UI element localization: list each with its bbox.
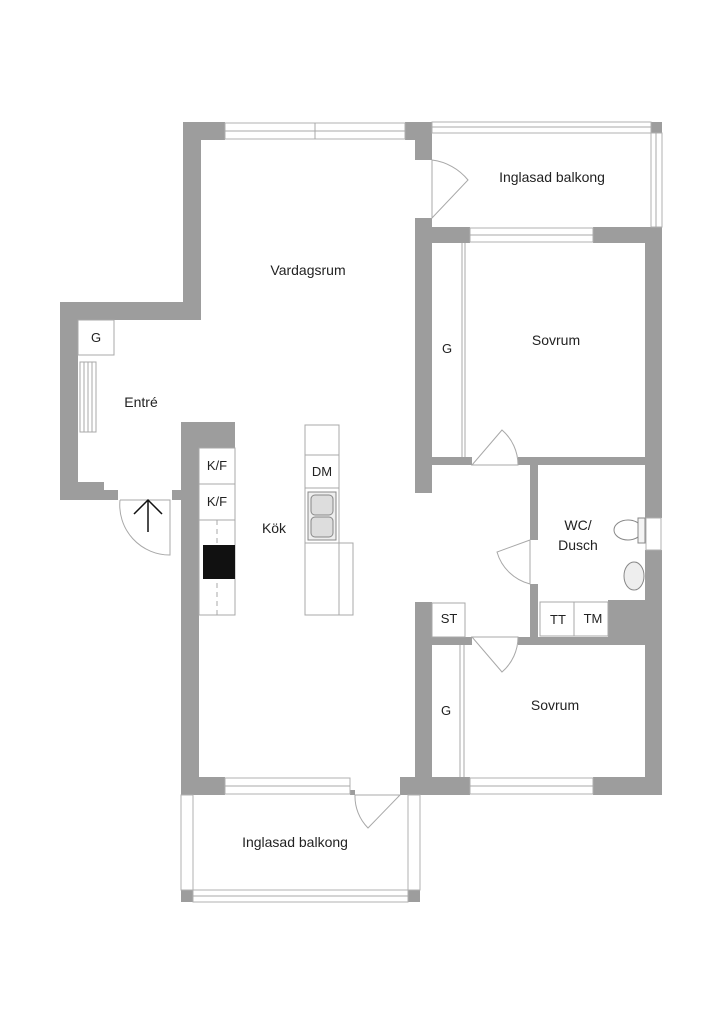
svg-text:G: G <box>91 330 101 345</box>
entrance-wardrobe: G <box>77 319 115 356</box>
room-label-entrance: Entré <box>124 394 158 410</box>
svg-text:TT: TT <box>550 612 566 627</box>
toilet-icon <box>613 517 646 544</box>
room-label-bathroom: WC/ <box>564 517 591 533</box>
storage-closet: ST <box>431 602 466 638</box>
svg-text:ST: ST <box>441 611 458 626</box>
room-label-bathroom-2: Dusch <box>558 537 598 553</box>
room-label-balcony-top: Inglasad balkong <box>499 169 605 185</box>
doors <box>119 159 531 829</box>
svg-text:K/F: K/F <box>207 494 227 509</box>
laundry: TT TM <box>539 601 609 637</box>
kitchen-island: DM <box>304 424 354 616</box>
room-label-bedroom-2: Sovrum <box>531 697 579 713</box>
room-label-bedroom-1: Sovrum <box>532 332 580 348</box>
radiator-icon <box>79 361 97 433</box>
bedroom-2-wardrobe: G <box>441 645 465 777</box>
entrance-arrow-icon <box>133 498 163 532</box>
room-label-balcony-bottom: Inglasad balkong <box>242 834 348 850</box>
stove-icon <box>203 545 235 579</box>
kitchen-counter: K/F K/F <box>198 447 236 616</box>
room-label-living-room: Vardagsrum <box>270 262 345 278</box>
svg-text:G: G <box>441 703 451 718</box>
bedroom-1-wardrobe: G <box>442 243 466 457</box>
svg-text:TM: TM <box>584 611 603 626</box>
sink-icon <box>307 491 337 541</box>
walls <box>60 122 662 902</box>
washbasin-icon <box>623 561 645 591</box>
windows <box>180 121 663 903</box>
svg-text:DM: DM <box>312 464 332 479</box>
svg-text:G: G <box>442 341 452 356</box>
room-label-kitchen: Kök <box>262 520 287 536</box>
svg-text:K/F: K/F <box>207 458 227 473</box>
